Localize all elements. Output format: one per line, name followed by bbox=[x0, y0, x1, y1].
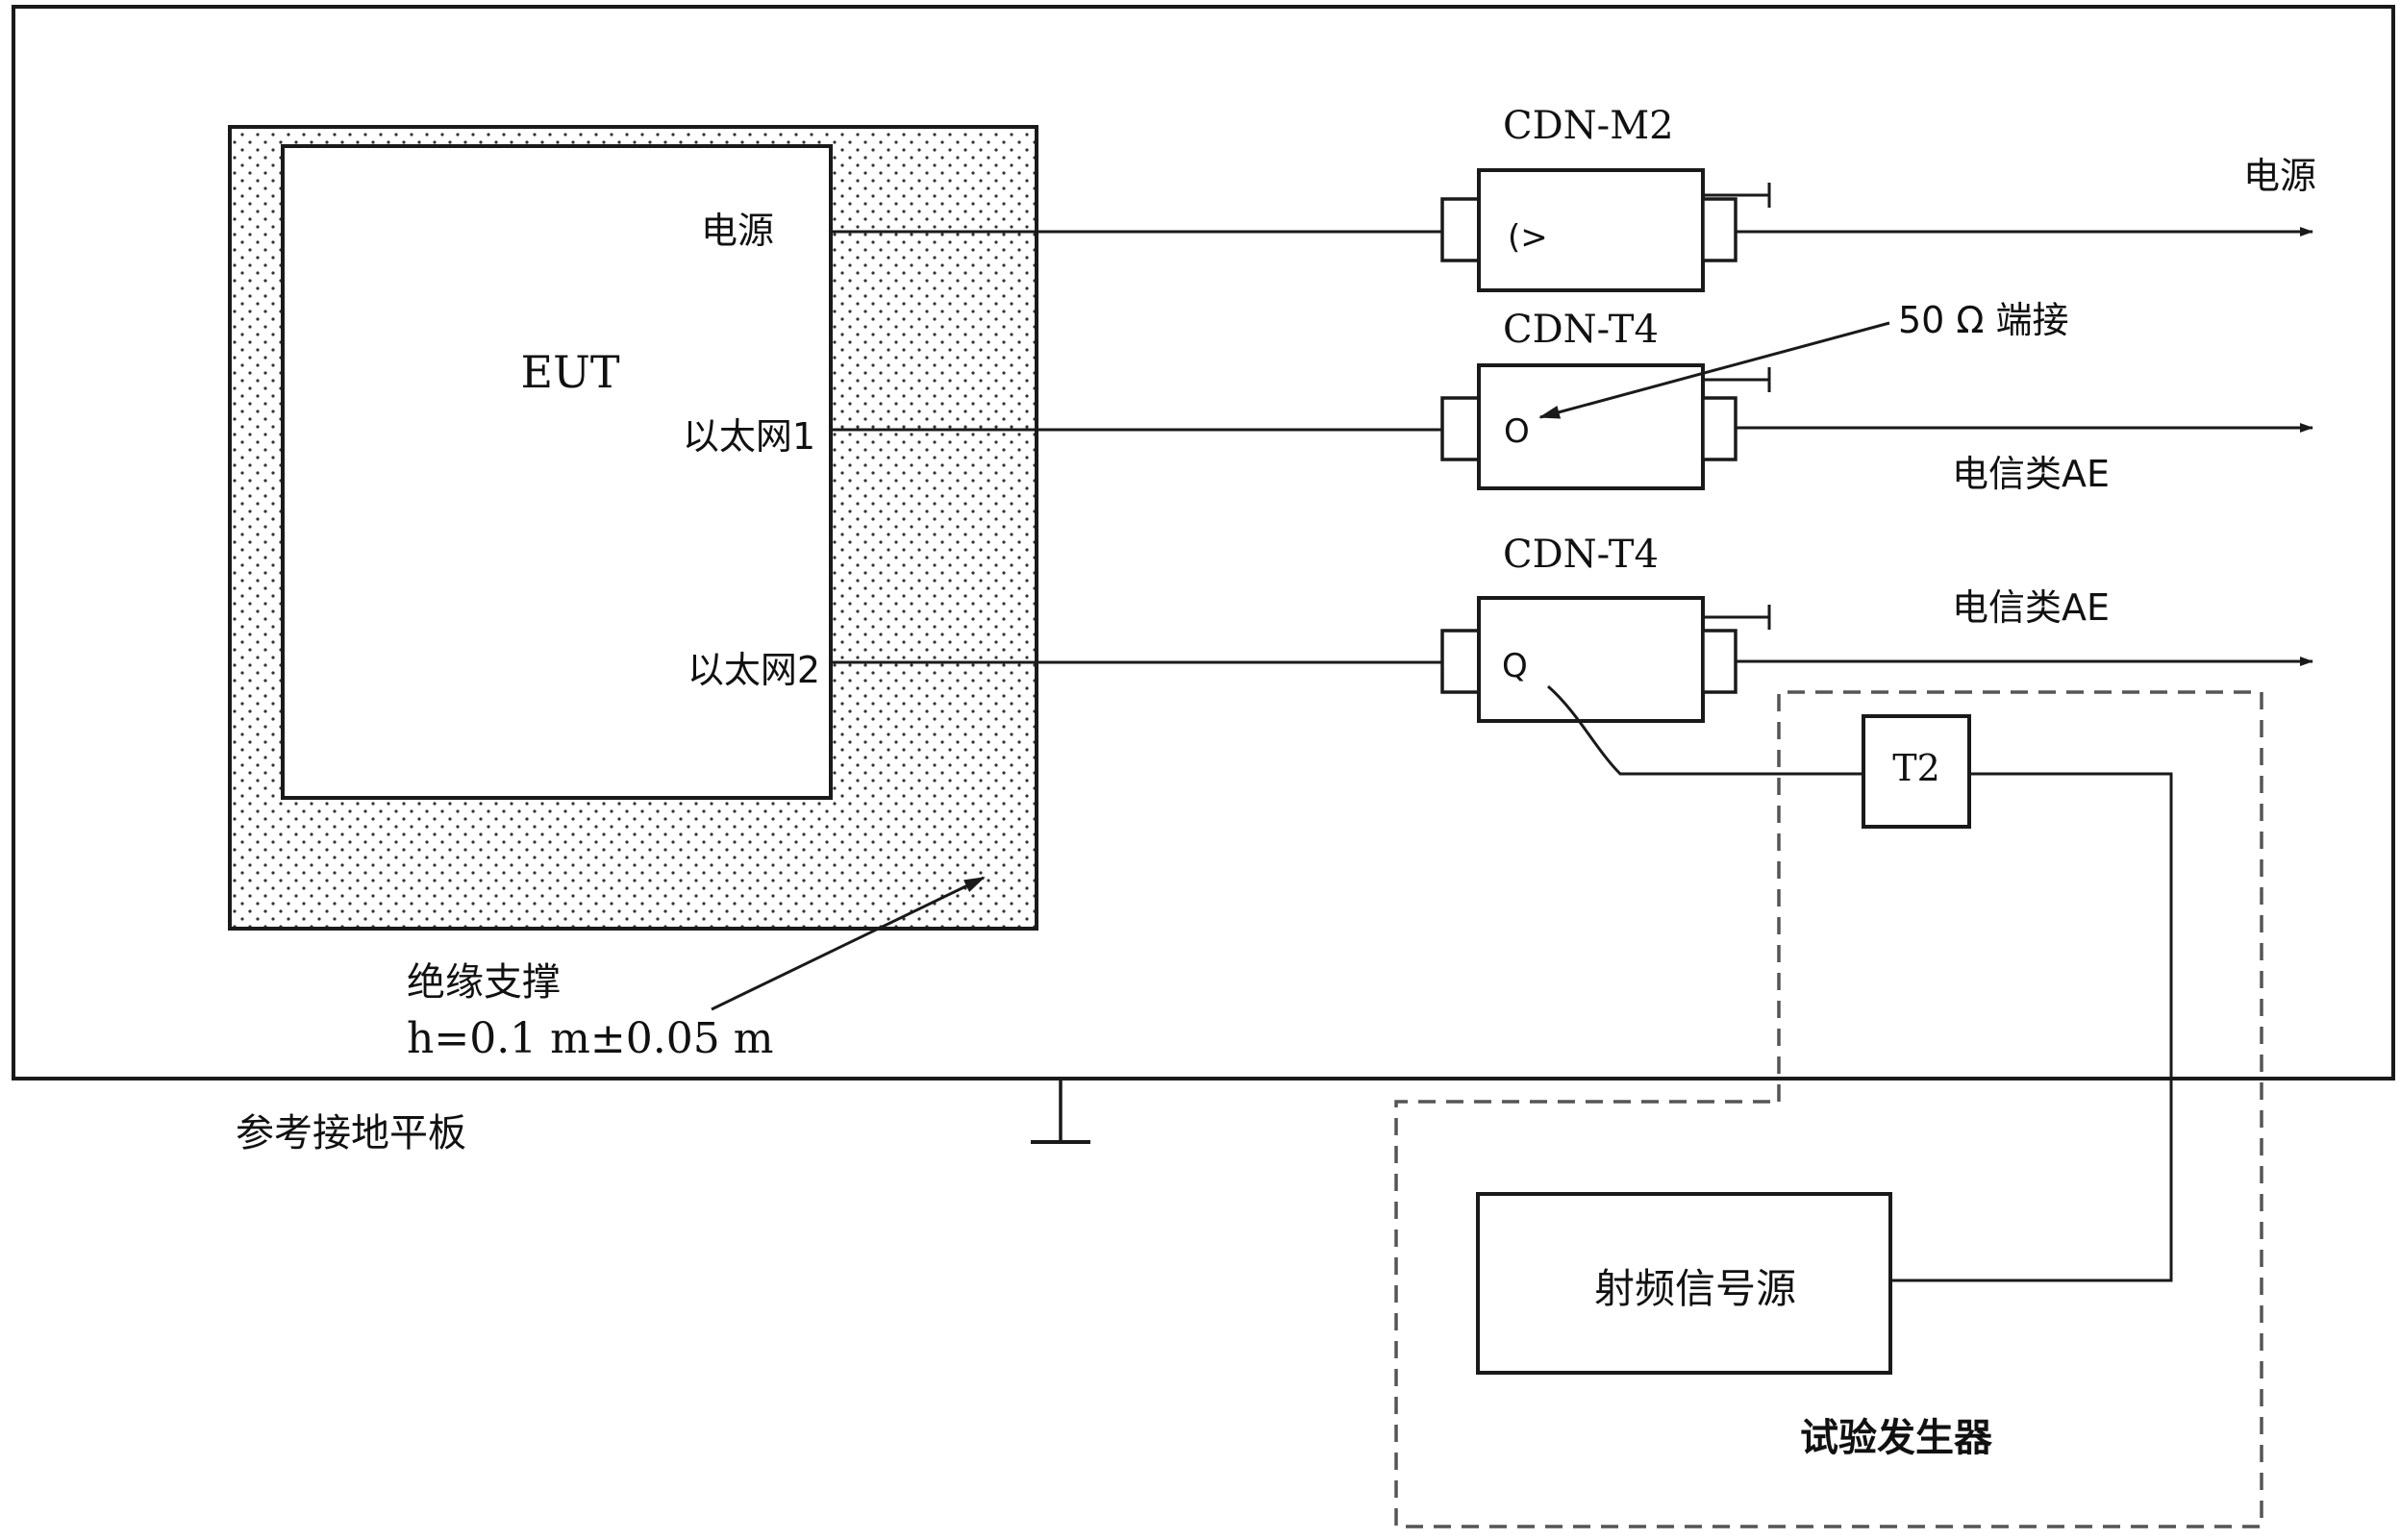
generator-label: 试验发生器 bbox=[1800, 1416, 1993, 1460]
generator-enclosure bbox=[1394, 690, 2263, 1528]
rf-source-box bbox=[1476, 1192, 1892, 1375]
output-power-label: 电源 bbox=[2243, 155, 2316, 197]
cdn-t4-1-symbol: O bbox=[1504, 412, 1530, 451]
eut-power-label: 电源 bbox=[701, 210, 774, 252]
t2-box bbox=[1862, 714, 1971, 829]
termination-label: 50 Ω 端接 bbox=[1898, 299, 2069, 341]
output-ae2-label: 电信类AE bbox=[1952, 586, 2110, 629]
support-pointer bbox=[711, 876, 986, 1011]
cdn-t4-1 bbox=[1440, 363, 1771, 490]
cdn-t4-2-symbol: Q bbox=[1502, 647, 1528, 685]
ground-plane-frame bbox=[12, 5, 2395, 1080]
cdn-t4-1-label: CDN-T4 bbox=[1503, 308, 1659, 352]
cdn-m2-symbol: (> bbox=[1508, 218, 1548, 257]
ground-symbol bbox=[1031, 1079, 1090, 1144]
ground-plane-label: 参考接地平板 bbox=[236, 1111, 466, 1155]
support-label: 绝缘支撑 bbox=[407, 960, 561, 1005]
eut-box bbox=[281, 144, 833, 800]
output-ae1-label: 电信类AE bbox=[1952, 453, 2110, 495]
cdn-t4-2-label: CDN-T4 bbox=[1503, 533, 1659, 577]
t2-to-source-cable bbox=[1890, 772, 2173, 1282]
rf-source-label: 射频信号源 bbox=[1594, 1265, 1796, 1312]
termination-pointer bbox=[1538, 321, 1890, 419]
cdn-m2-label: CDN-M2 bbox=[1503, 104, 1674, 148]
cdn-t4-2 bbox=[1440, 596, 1771, 723]
eut-eth1-label: 以太网1 bbox=[683, 415, 815, 458]
eut-eth2-label: 以太网2 bbox=[688, 649, 820, 691]
injection-cable bbox=[1547, 684, 1863, 776]
eut-label: EUT bbox=[520, 346, 619, 398]
support-height-label: h=0.1 m±0.05 m bbox=[407, 1014, 773, 1063]
t2-label: T2 bbox=[1892, 747, 1940, 789]
cdn-m2 bbox=[1440, 168, 1771, 292]
